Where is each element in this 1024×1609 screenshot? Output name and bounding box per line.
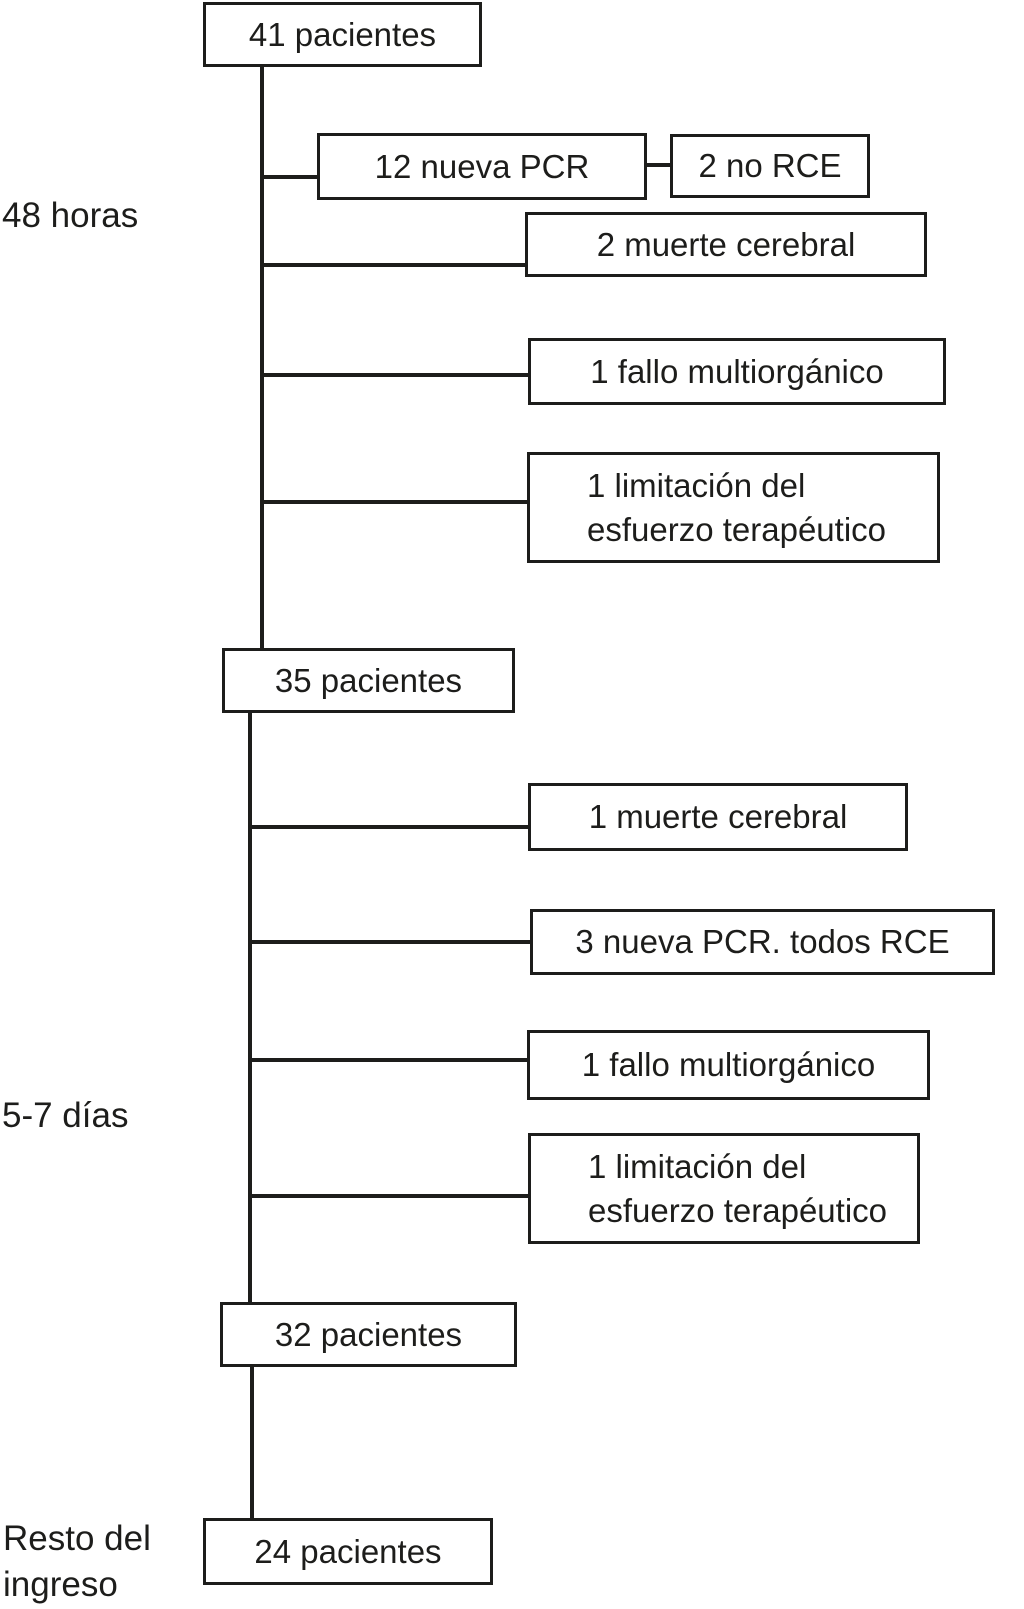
connector-brain-death-2 — [262, 263, 525, 267]
connector-therapeutic-limitation-57d — [250, 1194, 528, 1198]
connector-new-pcr-3 — [250, 940, 530, 944]
trunk-line-3 — [250, 1367, 254, 1518]
side-label-48-horas: 48 horas — [2, 196, 139, 235]
box-patients-35: 35 pacientes — [222, 648, 515, 713]
connector-multiorgan-failure-57d — [250, 1058, 527, 1062]
box-brain-death-2: 2 muerte cerebral — [525, 212, 927, 277]
connector-new-pcr-12 — [262, 175, 317, 179]
box-multiorgan-failure-57d-label: 1 fallo multiorgánico — [581, 1046, 876, 1084]
box-brain-death-1-label: 1 muerte cerebral — [588, 798, 848, 836]
box-patients-32: 32 pacientes — [220, 1302, 517, 1367]
box-therapeutic-limitation-57d: 1 limitación del esfuerzo terapéutico — [528, 1133, 920, 1244]
box-patients-32-label: 32 pacientes — [274, 1315, 463, 1353]
box-therapeutic-limitation-48h-line1: 1 limitación del — [587, 466, 806, 504]
trunk-line-2 — [248, 713, 252, 1302]
connector-therapeutic-limitation-48h — [262, 500, 527, 504]
side-label-resto-line2: ingreso — [3, 1564, 118, 1604]
box-therapeutic-limitation-48h-line2: esfuerzo terapéutico — [587, 510, 887, 548]
box-therapeutic-limitation-57d-line2: esfuerzo terapéutico — [588, 1191, 888, 1229]
box-new-pcr-12: 12 nueva PCR — [317, 133, 647, 200]
side-label-resto-line1: Resto del — [3, 1519, 151, 1558]
connector-brain-death-1 — [250, 825, 528, 829]
box-new-pcr-12-label: 12 nueva PCR — [374, 147, 590, 185]
box-new-pcr-3: 3 nueva PCR. todos RCE — [530, 909, 995, 975]
box-therapeutic-limitation-48h: 1 limitación del esfuerzo terapéutico — [527, 452, 940, 563]
box-patients-35-label: 35 pacientes — [274, 661, 463, 699]
box-patients-41-label: 41 pacientes — [248, 15, 437, 53]
box-patients-24: 24 pacientes — [203, 1518, 493, 1585]
side-label-5-7-dias: 5-7 días — [2, 1096, 129, 1135]
box-multiorgan-failure-48h: 1 fallo multiorgánico — [528, 338, 946, 405]
connector-no-rce-2 — [647, 163, 670, 167]
box-patients-41: 41 pacientes — [203, 2, 482, 67]
box-no-rce-2-label: 2 no RCE — [698, 147, 842, 185]
box-patients-24-label: 24 pacientes — [254, 1532, 442, 1570]
trunk-line-1 — [260, 67, 264, 648]
box-no-rce-2: 2 no RCE — [670, 134, 870, 198]
box-multiorgan-failure-48h-label: 1 fallo multiorgánico — [590, 352, 884, 390]
box-multiorgan-failure-57d: 1 fallo multiorgánico — [527, 1030, 930, 1100]
box-brain-death-2-label: 2 muerte cerebral — [596, 225, 856, 263]
side-label-resto-del-ingreso: Resto del ingreso — [3, 1516, 151, 1607]
box-new-pcr-3-label: 3 nueva PCR. todos RCE — [575, 923, 950, 961]
connector-multiorgan-failure-48h — [262, 373, 528, 377]
box-brain-death-1: 1 muerte cerebral — [528, 783, 908, 851]
box-therapeutic-limitation-57d-line1: 1 limitación del — [588, 1147, 807, 1185]
